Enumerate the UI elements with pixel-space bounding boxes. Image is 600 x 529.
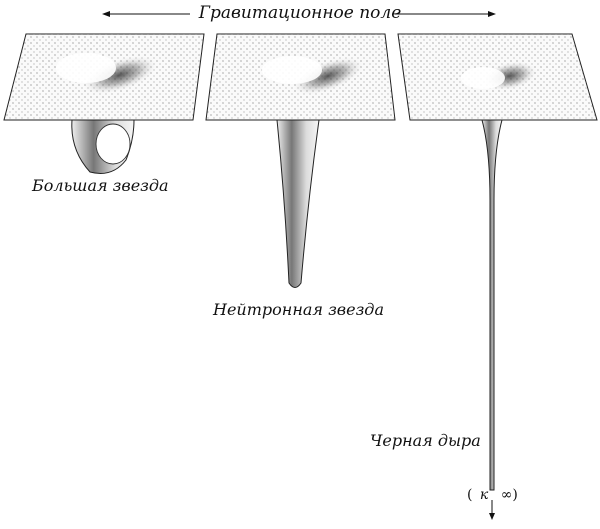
limit-open-paren: (: [467, 487, 473, 503]
limit-annotation: ( к ∞): [467, 487, 518, 503]
figure-title: Гравитационное поле: [198, 3, 402, 23]
large-star-well: [3, 33, 205, 174]
neutron-star-well: [205, 33, 396, 288]
label-neutron-star: Нейтронная звезда: [213, 300, 384, 319]
gravity-field-arrow: [102, 11, 496, 17]
limit-arrow-label: к: [479, 487, 489, 503]
limit-infinity: ∞): [500, 487, 518, 503]
label-large-star: Большая звезда: [32, 176, 169, 195]
black-hole-well: [397, 33, 598, 520]
label-black-hole: Черная дыра: [370, 431, 481, 450]
